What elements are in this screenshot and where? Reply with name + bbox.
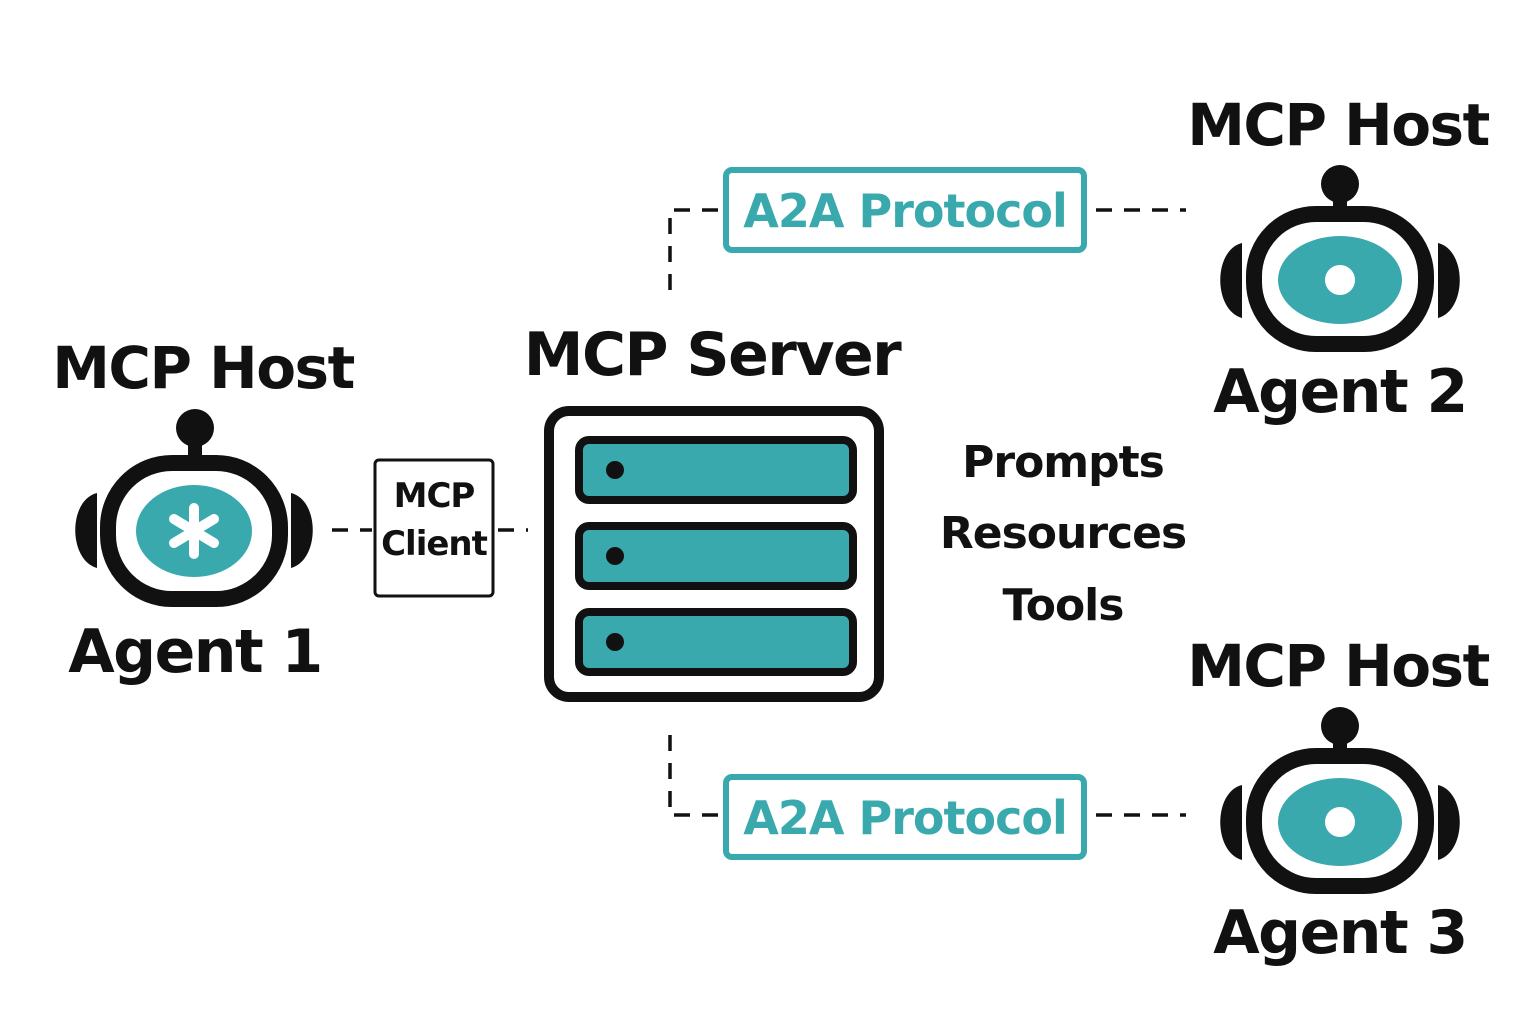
right-ear [1438, 785, 1460, 860]
antenna-ball [176, 409, 214, 447]
server-rack-2 [575, 522, 857, 590]
right-ear [1438, 243, 1460, 318]
right-ear [291, 493, 313, 568]
agent-3-host-label: MCP Host [1187, 632, 1489, 700]
feature-tools: Tools [1003, 580, 1124, 631]
agent-3-group: MCP Host Agent 3 [1187, 632, 1491, 968]
agent-2-group: MCP Host Agent 2 [1187, 91, 1491, 427]
dot-icon [1325, 265, 1355, 295]
protocol-box-bottom: A2A Protocol [723, 774, 1087, 860]
antenna-ball [1321, 707, 1359, 745]
server-title: MCP Server [524, 320, 902, 390]
left-ear [1220, 785, 1242, 860]
dot-icon [1325, 807, 1355, 837]
agent-2-name: Agent 2 [1213, 357, 1467, 427]
agent-1-name: Agent 1 [68, 617, 322, 687]
connector-server-protocol-bottom [668, 735, 718, 817]
server-rack-1 [575, 436, 857, 504]
mcp-server-group: MCP Server Prompts Resources Tools [524, 320, 1187, 702]
agent-1-robot-icon [75, 409, 313, 607]
protocol-top-label: A2A Protocol [743, 184, 1066, 238]
protocol-box-top: A2A Protocol [723, 167, 1087, 253]
client-label-line2: Client [381, 524, 488, 564]
feature-resources: Resources [940, 508, 1186, 559]
connectors [332, 208, 1186, 817]
server-icon [544, 406, 884, 702]
client-label-line1: MCP [394, 476, 475, 516]
server-rack-3 [575, 608, 857, 676]
agent-2-host-label: MCP Host [1187, 91, 1489, 159]
rack-3-led [606, 633, 624, 651]
protocol-bottom-frame [723, 774, 1087, 860]
mcp-client-box: MCP Client [373, 458, 495, 598]
agent-1-host-label: MCP Host [52, 334, 354, 402]
rack-1-led [606, 461, 624, 479]
server-features: Prompts Resources Tools [940, 437, 1187, 631]
left-ear [75, 493, 97, 568]
left-ear [1220, 243, 1242, 318]
agent-1-group: MCP Host Agent 1 [52, 334, 356, 687]
agent-3-robot-icon [1220, 707, 1460, 894]
protocol-top-frame [723, 167, 1087, 253]
rack-2-led [606, 547, 624, 565]
protocol-bottom-label: A2A Protocol [743, 791, 1066, 845]
asterisk-icon [169, 503, 219, 559]
antenna-ball [1321, 165, 1359, 203]
agent-2-robot-icon [1220, 165, 1460, 352]
agent-3-name: Agent 3 [1213, 898, 1467, 968]
connector-server-protocol-top [668, 208, 718, 290]
client-box-frame [373, 458, 495, 598]
feature-prompts: Prompts [962, 437, 1164, 488]
